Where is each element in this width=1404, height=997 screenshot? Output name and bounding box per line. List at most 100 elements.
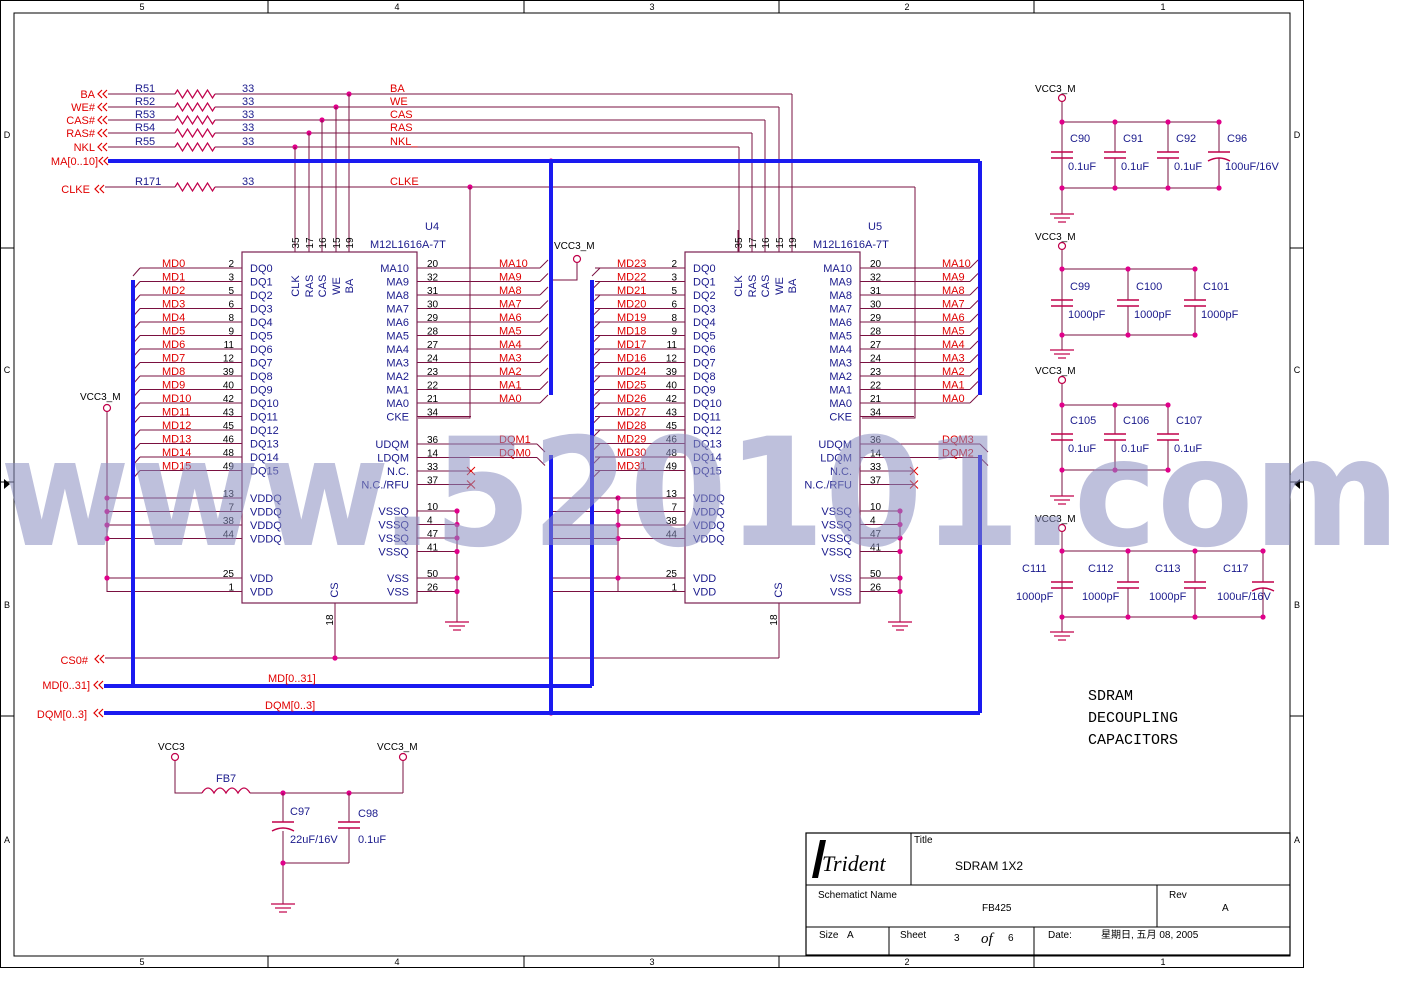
port-md-label: MD[0..31] (42, 680, 90, 692)
resistor-value: 33 (242, 136, 254, 148)
net-label: MD31 (617, 461, 646, 473)
cap-ref: C105 (1070, 415, 1096, 427)
zone-label: 5 (139, 957, 144, 967)
pin-number: 24 (870, 354, 882, 365)
port-chevron-icon (97, 89, 103, 99)
pin-number: 35 (291, 237, 302, 249)
pin-number: 49 (666, 462, 678, 473)
zone-label: D (1294, 130, 1301, 140)
pin-name: VDDQ (693, 534, 725, 546)
cap-value: 1000pF (1082, 591, 1120, 603)
net-label: NKL_ (390, 136, 418, 148)
cap-ref: C101 (1203, 281, 1229, 293)
cap-ref: C107 (1176, 415, 1202, 427)
pin-number: 37 (870, 476, 882, 487)
zone-label: B (1294, 600, 1300, 610)
net-label: DQM[0..3] (265, 700, 315, 712)
sheet-value: 3 (954, 933, 960, 944)
bus-entry (969, 286, 979, 296)
pin-name: N.C. (830, 466, 852, 478)
bus-entry (969, 367, 979, 377)
junction-dot (1059, 332, 1065, 338)
net-label: MA4 (942, 339, 965, 351)
junction-dot (615, 575, 621, 581)
center-arrow-icon (4, 479, 10, 489)
pin-number: 18 (325, 614, 336, 626)
junction-dot (1059, 467, 1065, 473)
bus-entry (969, 381, 979, 390)
pin-number: 13 (223, 489, 235, 500)
net-label: MD8 (162, 366, 185, 378)
port-chevron-icon (102, 128, 108, 138)
u4-body (241, 251, 418, 604)
pin-name: MA3 (386, 358, 409, 370)
cap-ref: C111 (1022, 563, 1047, 575)
pin-name: MA1 (829, 385, 852, 397)
bus-entry (969, 259, 979, 269)
pin-name: WE (774, 277, 786, 295)
port-chevron-icon (97, 115, 103, 125)
junction-dot (332, 655, 338, 661)
sheet-of: of (981, 931, 995, 947)
pin-name: MA8 (829, 290, 852, 302)
pin-name: VDDQ (250, 507, 282, 519)
zone-label: A (1294, 835, 1300, 845)
net-label: MD[0..31] (268, 673, 316, 685)
net-label: MD7 (162, 353, 185, 365)
pin-name: VSSQ (378, 547, 409, 559)
pin-number: 4 (870, 516, 876, 527)
pin-number: 16 (761, 237, 772, 249)
pin-number: 25 (666, 569, 678, 580)
junction-dot (897, 575, 903, 581)
junction-dot (1112, 119, 1118, 125)
port-we-label: WE# (71, 102, 96, 114)
net-label: MA5 (942, 326, 965, 338)
pin-name: DQ9 (250, 385, 273, 397)
pin-number: 19 (345, 237, 356, 249)
pin-number: 9 (671, 327, 677, 338)
pin-name: RAS (747, 275, 759, 298)
port-chevron-icon (97, 128, 103, 138)
pin-number: 30 (870, 300, 882, 311)
pin-name: VDDQ (250, 534, 282, 546)
net-label: MA10 (942, 258, 971, 270)
pin-number: 41 (870, 543, 882, 554)
net-label: MA2 (942, 366, 965, 378)
pin-number: 4 (427, 516, 433, 527)
bus-entry (132, 267, 141, 277)
pin-number: 29 (427, 313, 439, 324)
port-ras-label: RAS# (66, 128, 96, 140)
port-chevron-icon (102, 89, 108, 99)
pin-name: MA2 (829, 371, 852, 383)
pin-number: 38 (223, 516, 235, 527)
bus-entry (539, 259, 549, 269)
title-value: SDRAM 1X2 (955, 859, 1023, 873)
pin-name: BA (787, 278, 799, 293)
cap-value: 0.1uF (1068, 443, 1096, 455)
pin-number: 38 (666, 516, 678, 527)
pin-number: 7 (671, 503, 677, 514)
junction-dot (1125, 266, 1131, 272)
pin-number: 27 (427, 340, 439, 351)
pin-name: MA10 (380, 263, 409, 275)
resistor-icon (174, 101, 216, 113)
pin-number: 33 (870, 462, 882, 473)
pin-number: 22 (870, 381, 882, 392)
zone-label: 1 (1160, 2, 1165, 12)
resistor-icon (174, 114, 216, 126)
net-label: MD30 (617, 447, 646, 459)
pin-name: DQ2 (693, 290, 716, 302)
junction-dot (615, 522, 621, 528)
net-label: MA10 (499, 258, 528, 270)
wire (418, 187, 471, 419)
pin-number: 10 (870, 502, 882, 513)
junction-dot (104, 495, 110, 501)
pin-name: VDDQ (693, 493, 725, 505)
pin-number: 24 (427, 354, 439, 365)
pin-name: DQ1 (250, 277, 273, 289)
resistor-ref: R53 (135, 109, 155, 121)
bus-entry (539, 313, 549, 323)
power-port-icon (1057, 241, 1067, 251)
no-connect-icon (909, 466, 919, 476)
